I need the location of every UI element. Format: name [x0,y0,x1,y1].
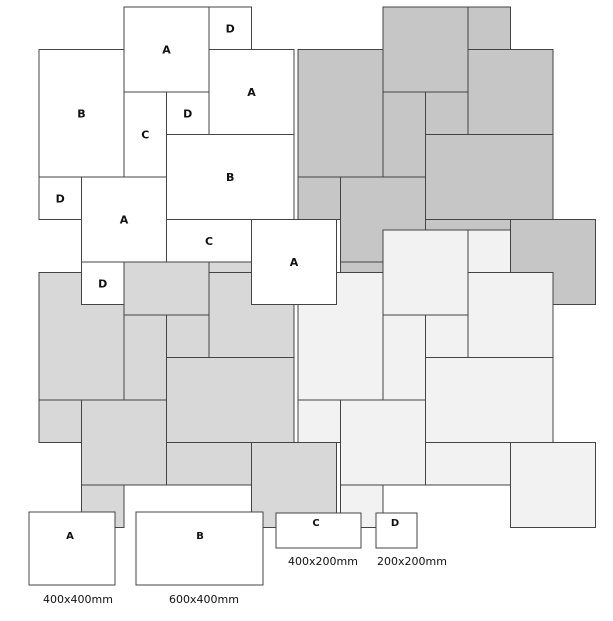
tile-d [166,314,210,358]
tile-label-a: A [290,256,299,269]
tile-a [340,399,426,486]
tile-label-a: A [120,214,129,227]
tile-b [425,357,554,443]
legend-item-c: C 400x200mm [275,512,362,568]
tile-c [123,91,167,178]
tile-c [123,314,167,401]
tile-c [166,219,252,263]
tile-d [81,261,125,305]
legend-swatch-d [375,512,418,549]
tile-d [467,229,511,273]
legend-size-a: 400x400mm [43,593,113,606]
legend: A 400x400mm B 600x400mm C 400x200mm D 200x200mm [28,511,447,606]
tile-d [297,176,341,220]
tile-label-d: D [183,107,192,120]
legend-label-a: A [66,531,74,542]
tile-d [425,91,469,135]
legend-label-c: C [312,518,319,529]
tile-d [38,399,82,443]
tile-a [208,49,295,135]
tile-a [467,49,554,135]
tile-label-a: A [247,86,256,99]
medium-quadrant [38,229,337,528]
tile-label-d: D [98,277,107,290]
tile-a [251,219,337,305]
tile-d [208,6,252,50]
tile-c [382,91,426,178]
tile-label-c: C [141,129,149,142]
legend-item-a: A 400x400mm [28,511,116,606]
legend-item-b: B 600x400mm [135,511,264,606]
tile-b [166,357,295,443]
tile-label-d: D [226,22,235,35]
tile-d [425,314,469,358]
tile-label-d: D [56,192,65,205]
legend-swatch-b [135,511,264,586]
tile-d [297,399,341,443]
tile-b [166,134,295,220]
legend-item-d: D 200x200mm [375,512,447,568]
tile-a [81,399,167,486]
legend-swatch-c [275,512,362,549]
tile-c [166,442,252,486]
tile-label-b: B [226,171,234,184]
tile-a [510,442,596,528]
tile-a [382,229,469,316]
legend-swatch-a [28,511,116,586]
legend-size-d: 200x200mm [377,555,447,568]
tile-c [425,442,511,486]
legend-label-d: D [391,518,399,529]
tile-a [81,176,167,263]
tile-b [297,49,384,178]
legend-label-b: B [196,531,204,542]
tile-b [425,134,554,220]
white-quadrant: B A D A C D B D A C A D [38,6,337,305]
tile-d [467,6,511,50]
legend-size-c: 400x200mm [288,555,358,568]
legend-size-b: 600x400mm [169,593,239,606]
dark-quadrant [297,6,596,305]
tile-pattern: B A D A C D B D A C A D [38,6,596,528]
tile-a [382,6,469,93]
tile-a [467,272,554,358]
light-quadrant [297,229,596,528]
tile-c [382,314,426,401]
tile-label-a: A [162,44,171,57]
tile-b [38,49,125,178]
tile-label-c: C [205,235,213,248]
tile-a [123,6,210,93]
tile-d [38,176,82,220]
tile-label-b: B [77,107,85,120]
